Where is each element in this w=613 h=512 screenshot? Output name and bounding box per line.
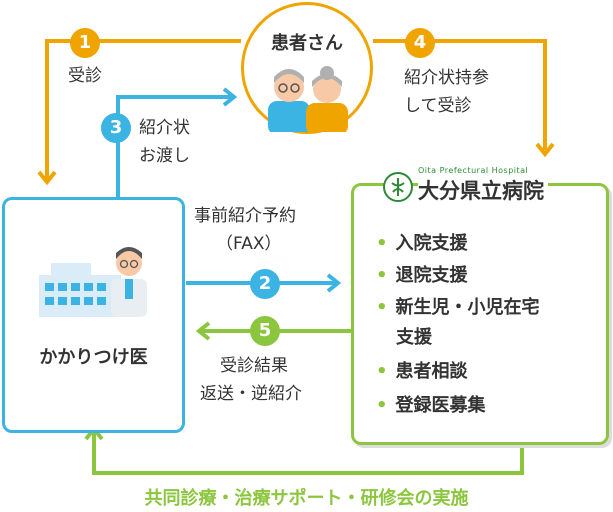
step2-label-line1: 事前紹介予約 (194, 206, 296, 226)
hospital-name: 大分県立病院 (418, 175, 548, 205)
patient-node: 患者さん (241, 2, 373, 134)
doctor-building-icon (39, 247, 147, 317)
arrowhead-step3 (222, 87, 238, 107)
step5-label-line2: 返送・逆紹介 (200, 384, 302, 404)
arrow-step3 (116, 95, 232, 197)
service-item-continuation: 支援 (396, 327, 432, 348)
patient-label: 患者さん (271, 33, 343, 54)
step5-label-line1: 受診結果 (220, 356, 288, 376)
arrowhead-step5 (195, 321, 211, 341)
hospital-logo-icon (383, 172, 413, 202)
step-badge-1: 1 (70, 28, 100, 58)
service-item: •新生児・小児在宅 (376, 297, 540, 318)
arrowhead-step4 (535, 142, 555, 158)
service-item: •退院支援 (376, 265, 468, 286)
service-item: •入院支援 (376, 233, 468, 254)
hospital-subtitle: Oita Prefectural Hospital (418, 166, 529, 175)
clinic-node: かかりつけ医 (2, 197, 185, 433)
step-badge-2: 2 (250, 269, 280, 299)
step-badge-3: 3 (101, 113, 131, 143)
clinic-label: かかりつけ医 (39, 347, 148, 368)
step3-label-line1: 紹介状 (139, 118, 190, 138)
elderly-couple-icon (268, 66, 348, 132)
step2-label-line2: （FAX） (216, 234, 282, 254)
step3-label-line2: お渡し (139, 146, 190, 166)
step-badge-5: 5 (250, 316, 280, 346)
arrowhead-step1 (37, 170, 57, 186)
arrow-step1 (45, 39, 241, 180)
arrow-collaboration (92, 431, 524, 475)
service-item: •患者相談 (376, 361, 468, 382)
service-item: •登録医募集 (376, 395, 486, 416)
step4-label-line1: 紹介状持参 (404, 68, 489, 88)
step1-label: 受診 (68, 66, 102, 86)
step-badge-4: 4 (405, 28, 435, 58)
arrowhead-step2 (326, 273, 342, 293)
collaboration-label: 共同診療・治療サポート・研修会の実施 (144, 488, 469, 509)
step4-label-line2: して受診 (404, 96, 472, 116)
